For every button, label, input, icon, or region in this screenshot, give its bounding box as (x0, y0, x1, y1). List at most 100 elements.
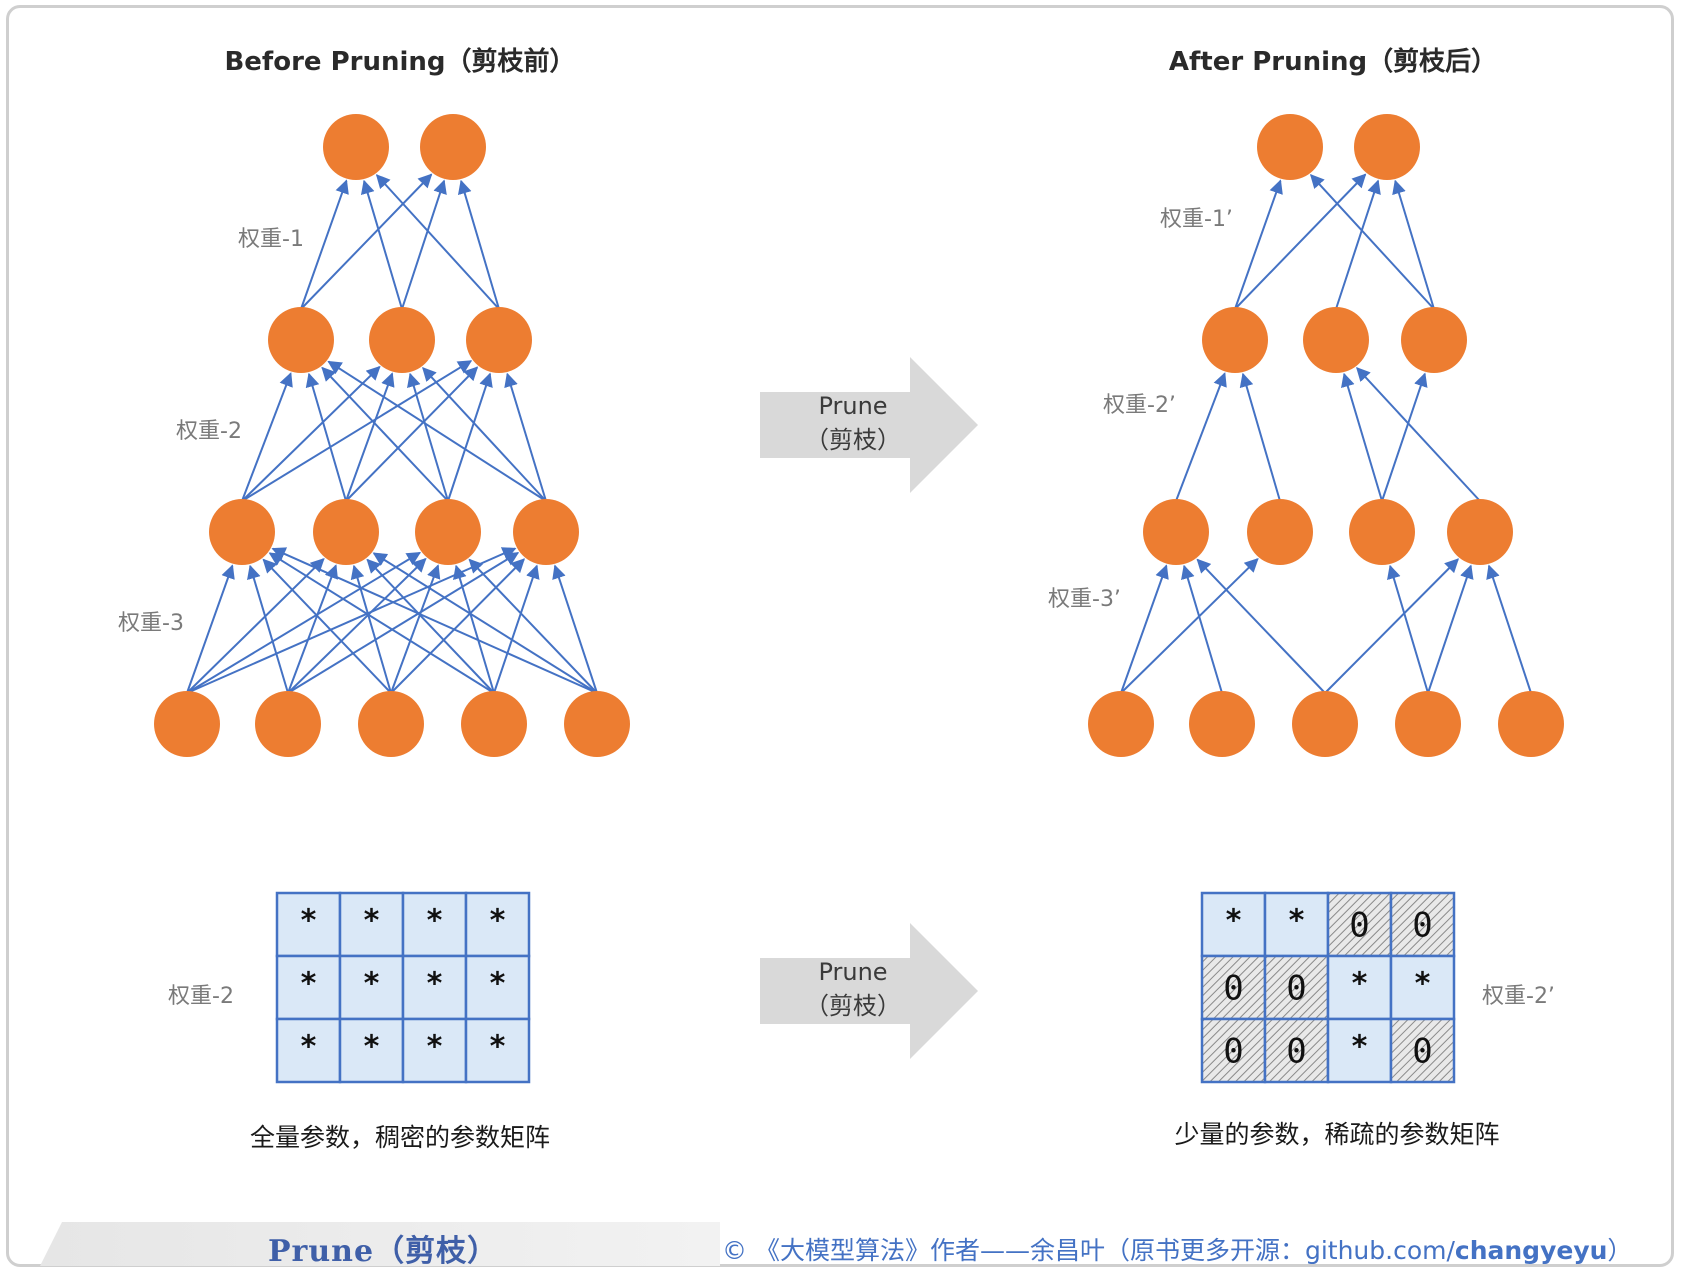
dense-cell-value-1-3: * (488, 967, 506, 1002)
after-node-l1-0 (1202, 307, 1268, 373)
sparse-cell-value-2-3: 0 (1412, 1032, 1432, 1072)
dense-matrix-label: 权重-2 (168, 984, 234, 1009)
sparse-cell-value-1-0: 0 (1223, 969, 1243, 1009)
before-edge-l1-0-0 (241, 372, 293, 502)
before-edge-l2-3-2 (453, 564, 495, 694)
before-node-l3-1 (255, 691, 321, 757)
after-weight-label-3: 权重-3’ (1048, 587, 1121, 612)
before-edge-l1-1-0 (305, 372, 347, 502)
before-node-l3-2 (358, 691, 424, 757)
before-edge-l2-4-0 (271, 547, 598, 694)
before-node-l1-0 (268, 307, 334, 373)
after-edge-w2-4 (1381, 372, 1428, 502)
after-network-edges (1120, 173, 1532, 694)
after-edge-w2-3 (1356, 366, 1481, 502)
sparse-cell-value-0-3: 0 (1412, 906, 1432, 946)
after-edge-w2-0 (1175, 372, 1227, 502)
after-node-l1-2 (1401, 307, 1467, 373)
before-node-l2-0 (209, 499, 275, 565)
before-edge-l0-0-0 (300, 179, 349, 310)
sparse-cell-value-1-2: * (1350, 967, 1368, 1002)
before-edge-l2-3-1 (366, 558, 495, 694)
after-title: After Pruning（剪枝后） (1169, 46, 1497, 77)
before-node-l2-1 (313, 499, 379, 565)
before-title: Before Pruning（剪枝前） (224, 46, 575, 77)
before-edge-l1-1-2 (345, 366, 479, 502)
before-edge-l2-3-3 (493, 564, 540, 694)
before-edge-l2-0-0 (186, 564, 235, 694)
after-node-l2-2 (1349, 499, 1415, 565)
before-edge-l2-0-1 (186, 557, 325, 694)
dense-cell-value-1-2: * (425, 967, 443, 1002)
before-node-l3-4 (564, 691, 630, 757)
after-node-l2-3 (1447, 499, 1513, 565)
after-node-l0-1 (1354, 114, 1420, 180)
sparse-cell-value-2-2: * (1350, 1030, 1368, 1065)
after-edge-w3-6 (1486, 564, 1532, 694)
after-edge-w3-4 (1387, 564, 1429, 694)
after-network-nodes (1088, 114, 1564, 757)
after-node-l1-1 (1303, 307, 1369, 373)
dense-cell-value-1-1: * (362, 967, 380, 1002)
after-edge-w3-5 (1324, 558, 1460, 694)
before-edge-l2-1-0 (247, 564, 289, 694)
before-edge-l2-0-2 (186, 551, 422, 694)
before-edge-l1-3-1 (422, 366, 547, 502)
prune-arrow-top-label: Prune (818, 392, 887, 420)
before-node-l0-1 (420, 114, 486, 180)
before-edge-l1-0-2 (241, 360, 473, 502)
prune-arrow-top: Prune （剪枝） (760, 357, 978, 493)
before-node-l2-3 (513, 499, 579, 565)
sparse-cell-2-2 (1326, 1017, 1393, 1084)
footer-band (40, 1222, 720, 1266)
sparse-cell-0-1 (1263, 891, 1330, 958)
after-node-l2-0 (1143, 499, 1209, 565)
dense-cell-2-3 (464, 1017, 531, 1084)
before-edge-l2-2-0 (262, 558, 392, 694)
after-node-l3-3 (1395, 691, 1461, 757)
footer-title: Prune（剪枝） (268, 1234, 499, 1269)
before-node-l0-0 (323, 114, 389, 180)
before-edge-l2-1-3 (287, 552, 520, 694)
after-edge-w1-3 (1335, 179, 1381, 310)
after-weight-label-2: 权重-2’ (1103, 393, 1176, 418)
sparse-cell-value-2-0: 0 (1223, 1032, 1243, 1072)
after-node-l2-1 (1247, 499, 1313, 565)
after-edge-w3-3 (1120, 557, 1259, 694)
dense-cell-1-1 (338, 954, 405, 1021)
sparse-cell-value-0-2: 0 (1349, 906, 1369, 946)
dense-cell-1-2 (401, 954, 468, 1021)
after-edge-w1-4 (1392, 179, 1435, 310)
before-edge-l0-1-0 (360, 179, 403, 310)
after-edge-w2-1 (1239, 372, 1281, 502)
after-node-l0-0 (1257, 114, 1323, 180)
before-node-l1-2 (466, 307, 532, 373)
after-edge-w2-2 (1341, 372, 1383, 502)
before-edge-l2-1-1 (287, 564, 339, 694)
dense-cell-value-0-3: * (488, 904, 506, 939)
before-weight-label-2: 权重-2 (176, 419, 242, 444)
sparse-cell-2-0 (1200, 1017, 1267, 1084)
before-node-l2-2 (415, 499, 481, 565)
sparse-cell-2-3 (1389, 1017, 1456, 1084)
prune-arrow-bottom-sublabel: （剪枝） (805, 992, 901, 1020)
after-node-l3-4 (1498, 691, 1564, 757)
sparse-cell-value-0-1: * (1287, 904, 1305, 939)
before-edge-l0-0-1 (300, 173, 433, 310)
before-weight-label-3: 权重-3 (118, 611, 184, 636)
dense-cell-value-2-0: * (299, 1030, 317, 1065)
after-edge-w1-0 (1234, 179, 1283, 310)
before-edge-l1-2-0 (321, 366, 449, 502)
before-network-edges (186, 173, 598, 694)
before-edge-l1-2-1 (407, 372, 449, 502)
sparse-cell-0-2 (1326, 891, 1393, 958)
after-weight-label-1: 权重-1’ (1160, 207, 1233, 232)
dense-cell-0-3 (464, 891, 531, 958)
before-edge-l1-2-2 (447, 372, 493, 502)
before-edge-l1-0-1 (241, 365, 381, 502)
prune-arrow-bottom-label: Prune (818, 958, 887, 986)
before-edge-l2-4-1 (372, 552, 598, 694)
sparse-matrix-caption: 少量的参数，稀疏的参数矩阵 (1174, 1120, 1499, 1149)
before-edge-l2-2-2 (390, 564, 441, 694)
